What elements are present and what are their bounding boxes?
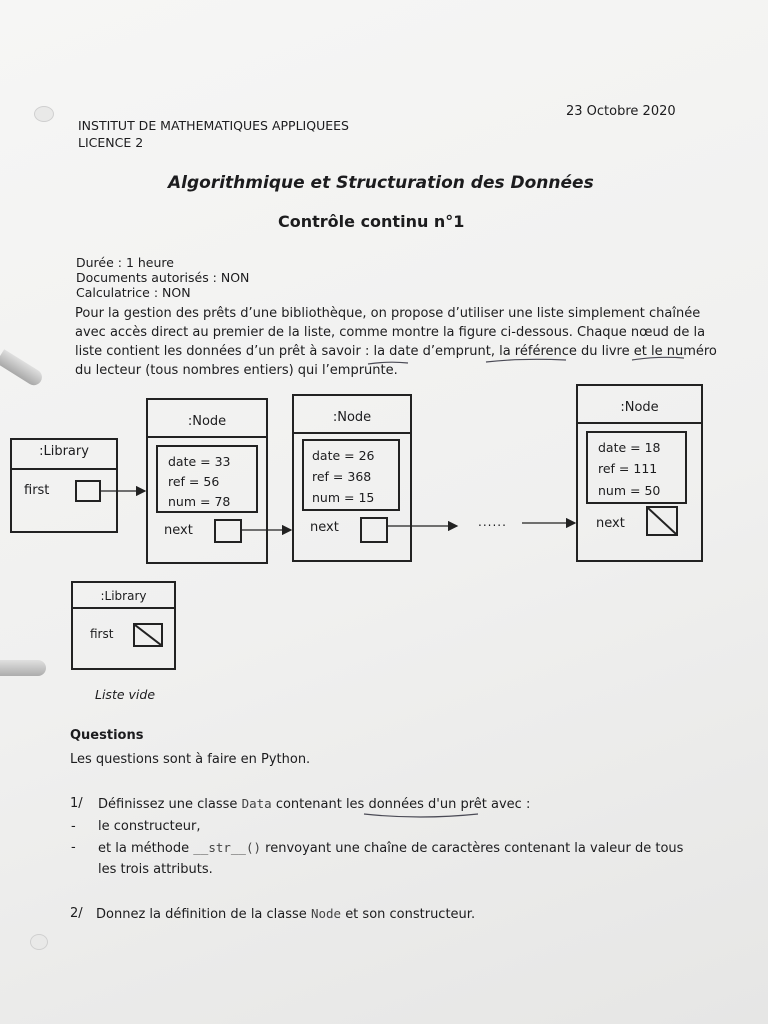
q1-bullet-2-dash: - <box>71 840 76 855</box>
level-label: LICENCE 2 <box>78 135 144 150</box>
node-2-next-label: next <box>310 520 339 535</box>
node-3-divider <box>578 422 701 424</box>
q1-text-b: contenant les données d'un prêt avec : <box>275 797 531 812</box>
empty-library-title: :Library <box>100 589 147 603</box>
intro-line-1: Pour la gestion des prêts d’une biblioth… <box>75 306 701 321</box>
list-ellipsis: ...... <box>478 515 507 529</box>
q1-bullet-1: le constructeur, <box>98 819 201 834</box>
intro-line-2: avec accès direct au premier de la liste… <box>75 325 706 340</box>
pen-underline-q1 <box>363 813 479 818</box>
q1-number: 1/ <box>70 796 83 811</box>
empty-library-divider <box>73 607 174 609</box>
node-2-next-pointer <box>360 517 388 543</box>
q2-number: 2/ <box>70 906 83 921</box>
q1-line: Définissez une classe Data contenant les… <box>98 796 530 812</box>
pen-underlines-intro <box>367 356 685 365</box>
library-divider <box>12 468 116 470</box>
questions-heading: Questions <box>70 728 144 743</box>
library-first-label: first <box>24 483 50 498</box>
node-1-data-box: date = 33 ref = 56 num = 78 <box>156 445 258 513</box>
node-3-ref: ref = 111 <box>598 461 658 476</box>
q1-bullet-2-continued: les trois attributs. <box>98 862 213 877</box>
empty-list-caption: Liste vide <box>95 687 156 702</box>
node-2-date: date = 26 <box>312 448 375 463</box>
node-3-null-pointer <box>646 506 678 536</box>
q2-text-a: Donnez la définition de la classe <box>96 907 307 922</box>
empty-library-first-label: first <box>90 627 114 641</box>
node-2-ref: ref = 368 <box>312 469 372 484</box>
node-3-date: date = 18 <box>598 440 661 455</box>
q2-line: Donnez la définition de la classe Node e… <box>96 906 475 922</box>
node-1: :Node date = 33 ref = 56 num = 78 next <box>146 398 268 564</box>
node-1-ref: ref = 56 <box>168 474 220 489</box>
node-1-divider <box>148 436 266 438</box>
node-3-data-box: date = 18 ref = 111 num = 50 <box>586 431 687 504</box>
empty-library-null-pointer <box>133 623 163 647</box>
node-2-divider <box>294 432 410 434</box>
node-3-num: num = 50 <box>598 483 661 498</box>
q1-bullet-2: et la méthode __str__() renvoyant une ch… <box>98 840 683 856</box>
library-object: :Library first <box>10 438 118 533</box>
questions-intro: Les questions sont à faire en Python. <box>70 752 311 767</box>
pen-tip-bottom <box>0 660 46 676</box>
node-2-num: num = 15 <box>312 490 375 505</box>
info-calculator: Calculatrice : NON <box>76 285 191 300</box>
exam-date: 23 Octobre 2020 <box>566 104 676 119</box>
node-2-data-box: date = 26 ref = 368 num = 15 <box>302 439 400 511</box>
q1-str-method-code: __str__() <box>193 840 262 855</box>
info-duration: Durée : 1 heure <box>76 255 174 270</box>
info-documents: Documents autorisés : NON <box>76 270 250 285</box>
node-1-num: num = 78 <box>168 494 231 509</box>
node-1-title: :Node <box>187 414 227 429</box>
null-cross-icon <box>648 508 676 534</box>
q1-bullet-2-text-a: et la méthode <box>98 841 190 856</box>
node-2-title: :Node <box>332 410 372 425</box>
intro-line-3: liste contient les données d’un prêt à s… <box>75 344 717 359</box>
node-1-date: date = 33 <box>168 454 231 469</box>
page-subtitle: Contrôle continu n°1 <box>278 212 465 231</box>
diagram-arrows <box>101 485 577 536</box>
null-cross-icon <box>135 625 161 645</box>
institute-name: INSTITUT DE MATHEMATIQUES APPLIQUEES <box>78 118 349 133</box>
node-1-next-label: next <box>164 523 193 538</box>
node-1-next-pointer <box>214 519 242 543</box>
q1-text-a: Définissez une classe <box>98 797 238 812</box>
empty-library-object: :Library first <box>71 581 176 670</box>
q2-text-b: et son constructeur. <box>345 907 476 922</box>
library-first-pointer <box>75 480 101 502</box>
q1-bullet-1-dash: - <box>71 819 76 834</box>
node-3-next-label: next <box>596 516 625 531</box>
binder-hole-bottom <box>30 934 48 950</box>
node-3-title: :Node <box>620 400 659 415</box>
node-2: :Node date = 26 ref = 368 num = 15 next <box>292 394 412 562</box>
q1-class-code: Data <box>241 796 272 811</box>
binder-hole-top <box>34 106 54 122</box>
page-title: Algorithmique et Structuration des Donné… <box>168 173 594 193</box>
node-3: :Node date = 18 ref = 111 num = 50 next <box>576 384 703 562</box>
library-title: :Library <box>39 444 89 459</box>
q1-bullet-2-text-b: renvoyant une chaîne de caractères conte… <box>265 841 684 856</box>
q2-class-code: Node <box>310 906 342 921</box>
intro-line-4: du lecteur (tous nombres entiers) qui l’… <box>75 363 398 378</box>
